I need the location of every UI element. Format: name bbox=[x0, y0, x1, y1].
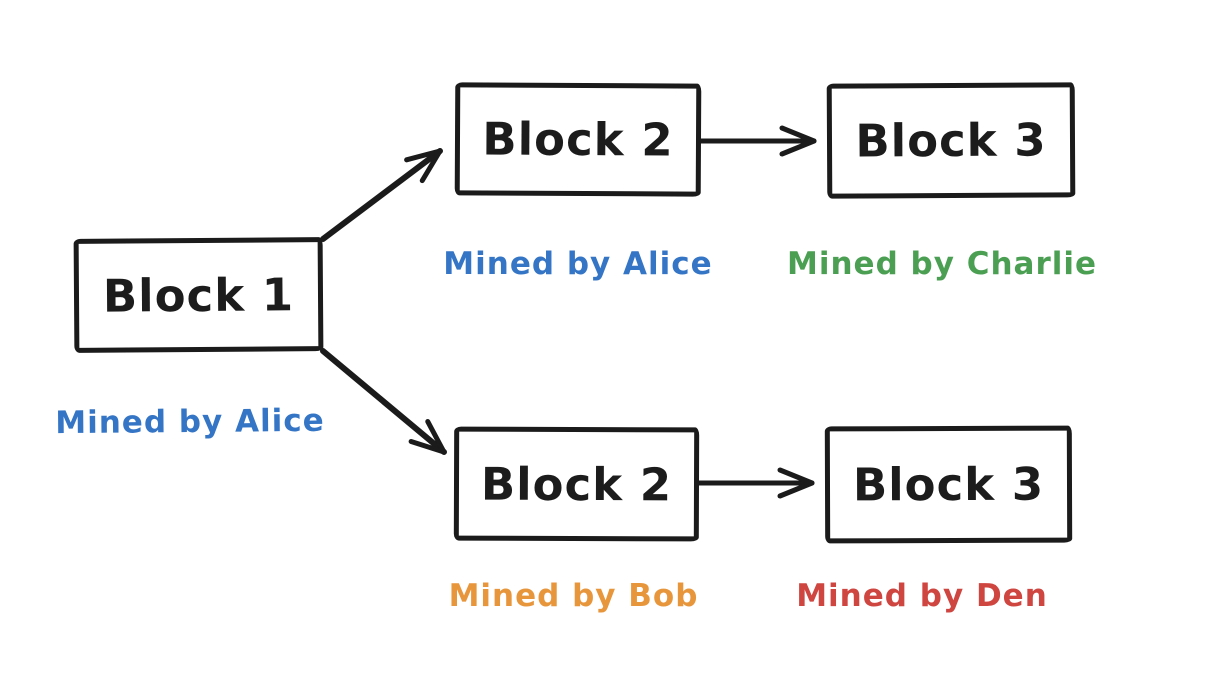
node-block-2-bottom-label: Block 2 bbox=[480, 457, 673, 511]
node-block-1: Block 1 bbox=[73, 237, 324, 353]
node-block-2-top-label: Block 2 bbox=[482, 112, 674, 167]
node-block-3-top: Block 3 bbox=[826, 82, 1076, 199]
miner-label-block-2-top: Mined by Alice bbox=[443, 246, 713, 282]
node-block-3-bottom: Block 3 bbox=[824, 425, 1073, 544]
node-block-2-bottom: Block 2 bbox=[453, 426, 700, 542]
arrow-block1-to-block2-bottom bbox=[320, 348, 447, 455]
miner-label-block-2-bottom: Mined by Bob bbox=[448, 578, 699, 614]
node-block-3-bottom-label: Block 3 bbox=[852, 457, 1045, 512]
miner-label-block-3-top: Mined by Charlie bbox=[787, 246, 1098, 282]
node-block-2-top: Block 2 bbox=[454, 82, 702, 197]
miner-label-block-3-bottom: Mined by Den bbox=[796, 578, 1048, 614]
miner-label-block-1: Mined by Alice bbox=[55, 402, 325, 442]
arrow-block1-to-block2-top bbox=[320, 148, 443, 242]
node-block-1-label: Block 1 bbox=[102, 267, 295, 323]
node-block-3-top-label: Block 3 bbox=[855, 113, 1047, 168]
